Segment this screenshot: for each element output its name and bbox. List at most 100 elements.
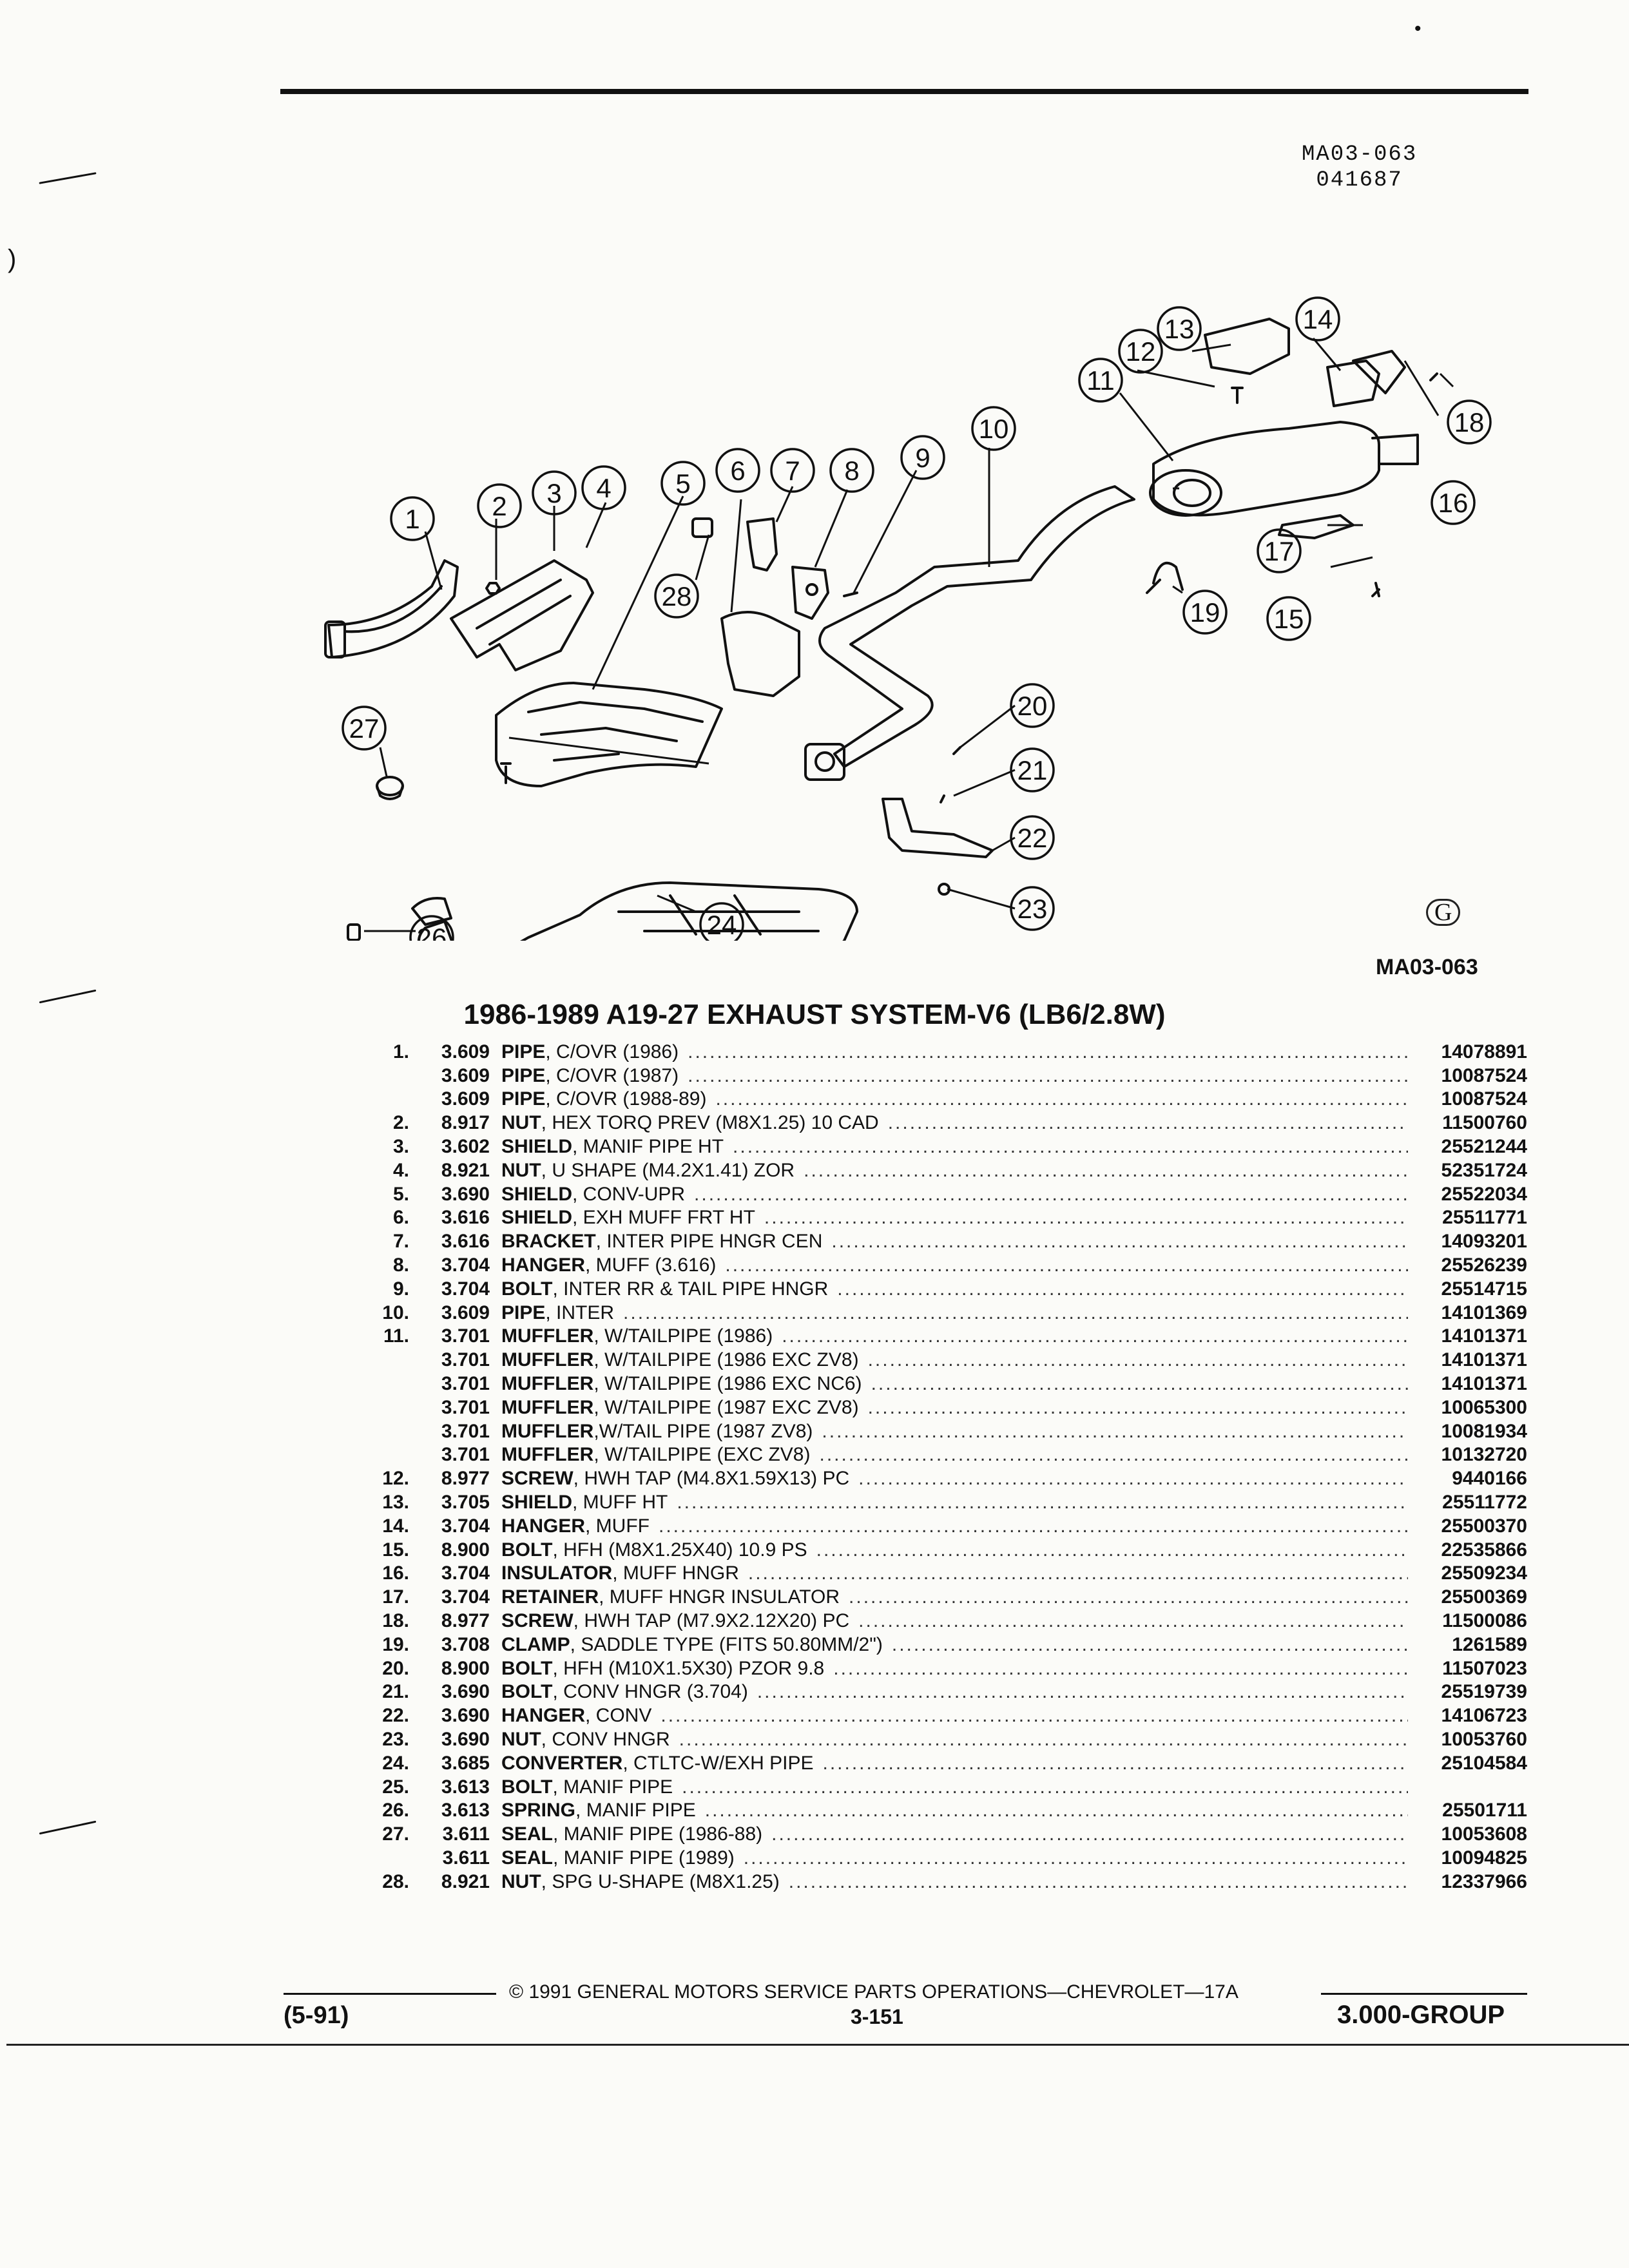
dot-leader: ........................................… <box>725 1254 1408 1276</box>
dot-leader: ........................................… <box>694 1183 1408 1205</box>
callout-circle <box>581 465 626 510</box>
part-group-code: 3.609 <box>441 1302 490 1323</box>
part-name: NUT <box>501 1112 541 1134</box>
part-detail: , U SHAPE (M4.2X1.41) ZOR <box>541 1159 795 1181</box>
page-title: 1986-1989 A19-27 EXHAUST SYSTEM-V6 (LB6/… <box>463 999 1166 1030</box>
scan-dot: • <box>1414 18 1422 39</box>
part-number: 11500086 <box>1442 1610 1527 1631</box>
part-description: CONVERTER, CTLTC-W/EXH PIPE.............… <box>501 1753 1408 1774</box>
part-number: 10053760 <box>1441 1728 1527 1750</box>
intermediate-pipe-part <box>818 485 1135 768</box>
part-number: 25522034 <box>1441 1183 1527 1205</box>
part-description: SHIELD, CONV-UPR........................… <box>501 1184 1408 1206</box>
part-index: 13. <box>382 1491 409 1513</box>
part-group-code: 3.701 <box>441 1325 490 1347</box>
part-name: HANGER <box>501 1515 586 1537</box>
part-name: SHIELD <box>501 1491 573 1513</box>
dot-leader: ........................................… <box>891 1633 1408 1655</box>
part-index: 25. <box>382 1776 409 1798</box>
part-name: SEAL <box>501 1823 554 1845</box>
part-description: NUT, CONV HNGR..........................… <box>501 1729 1408 1751</box>
callout-label: 20 <box>1017 691 1048 721</box>
part-name: PIPE <box>501 1302 546 1323</box>
callout-label: 4 <box>596 473 611 503</box>
part-group-code: 3.708 <box>441 1633 490 1655</box>
part-detail: , EXH MUFF FRT HT <box>572 1207 755 1229</box>
part-detail: , INTER RR & TAIL PIPE HNGR <box>552 1278 829 1300</box>
callout-circle <box>409 915 454 941</box>
part-description: MUFFLER, W/TAILPIPE (1987 EXC ZV8)......… <box>501 1397 1408 1419</box>
part-detail: , W/TAILPIPE (1986 EXC NC6) <box>593 1372 862 1394</box>
converter-shield-part <box>495 682 723 787</box>
part-name: SCREW <box>501 1610 574 1631</box>
part-detail: , W/TAILPIPE (EXC ZV8) <box>593 1444 811 1466</box>
part-detail: , HWH TAP (M4.8X1.59X13) PC <box>573 1468 850 1490</box>
part-index: 11. <box>383 1325 409 1347</box>
dot-leader: ........................................… <box>871 1372 1408 1394</box>
footer-date: (5-91) <box>284 2002 349 2029</box>
part-detail: , CONV HNGR (3.704) <box>552 1681 748 1703</box>
dot-leader: ........................................… <box>747 1562 1408 1584</box>
reference-id-line1: MA03-063 <box>1302 142 1418 167</box>
dot-leader: ........................................… <box>867 1349 1408 1371</box>
part-name: MUFFLER <box>501 1444 594 1466</box>
part-description: BOLT, MANIF PIPE........................… <box>501 1776 1408 1798</box>
part-row: 18. 8.977 SCREW, HWH TAP (M7.9X2.12X20) PC… <box>335 1608 1527 1632</box>
converter-hanger-part <box>882 798 994 858</box>
callout-label: 21 <box>1017 755 1048 785</box>
reference-id-line2: 041687 <box>1316 168 1403 193</box>
part-name: BOLT <box>501 1539 553 1561</box>
screw-part <box>1429 372 1438 381</box>
part-detail: , HWH TAP (M7.9X2.12X20) PC <box>573 1610 850 1631</box>
part-number: 1261589 <box>1452 1633 1527 1655</box>
dot-leader: ........................................… <box>733 1135 1408 1157</box>
part-number: 10094825 <box>1441 1847 1527 1869</box>
part-detail: , MUFF <box>585 1515 650 1537</box>
part-index: 21. <box>382 1681 409 1703</box>
part-group-code: 3.701 <box>441 1349 490 1371</box>
callout-circle <box>1295 296 1340 341</box>
part-group-code: 3.613 <box>441 1776 490 1798</box>
part-group-code: 3.613 <box>441 1800 490 1821</box>
part-detail: , HEX TORQ PREV (M8X1.25) 10 CAD <box>541 1112 879 1134</box>
part-group-code: 3.704 <box>441 1254 490 1276</box>
bolt-part <box>952 746 961 755</box>
inter-pipe-bracket-part <box>746 517 778 572</box>
part-detail: , W/TAILPIPE (1986) <box>593 1325 773 1347</box>
callout-label: 1 <box>405 504 419 534</box>
part-number: 25514715 <box>1441 1278 1527 1300</box>
callout-label: 24 <box>707 910 737 940</box>
dot-leader: ........................................… <box>816 1539 1408 1561</box>
part-number: 22535866 <box>1441 1539 1527 1561</box>
footer-rule-left <box>284 1993 496 1995</box>
nut-part <box>485 582 501 595</box>
part-group-code: 8.977 <box>441 1610 490 1631</box>
callout-label: 7 <box>785 456 800 486</box>
dot-leader: ........................................… <box>743 1847 1408 1869</box>
callout-label: 9 <box>915 443 930 473</box>
callout-circle <box>1010 683 1055 728</box>
part-group-code: 3.609 <box>441 1088 490 1110</box>
dot-leader: ........................................… <box>660 1705 1408 1727</box>
callout-circle <box>1118 329 1163 374</box>
part-detail: , MUFF HT <box>572 1491 668 1513</box>
part-group-code: 8.921 <box>441 1870 490 1892</box>
callout-circle <box>900 435 945 480</box>
part-index: 18. <box>382 1610 409 1631</box>
part-number: 14078891 <box>1441 1041 1527 1062</box>
muffler-hanger-part <box>1326 360 1380 407</box>
part-group-code: 3.704 <box>441 1515 490 1537</box>
part-description: SCREW, HWH TAP (M4.8X1.59X13) PC........… <box>501 1468 1408 1490</box>
part-name: MUFFLER <box>501 1420 594 1442</box>
callout-circle <box>1447 399 1492 445</box>
part-index: 6. <box>392 1207 409 1229</box>
top-rule <box>280 89 1528 94</box>
